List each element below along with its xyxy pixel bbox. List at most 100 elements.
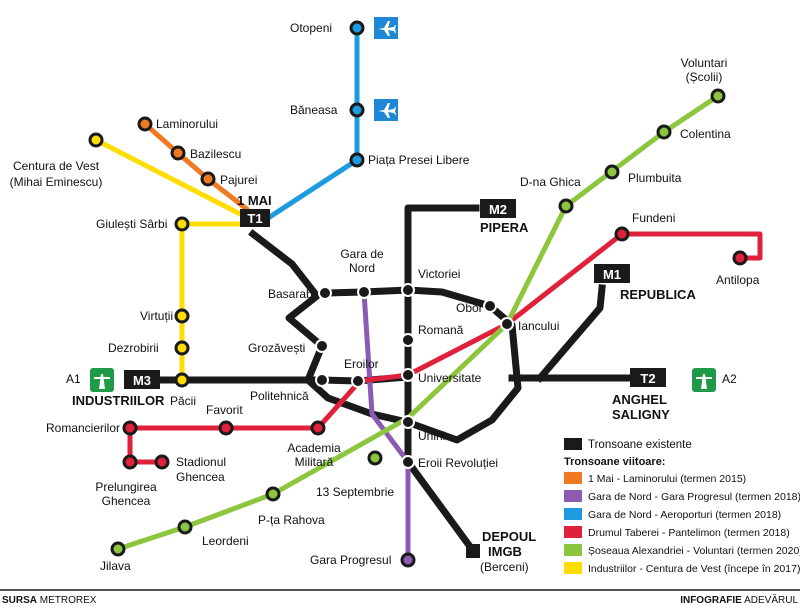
footer-info-label: INFOGRAFIE xyxy=(680,595,742,606)
station-victoriei[interactable] xyxy=(401,283,415,297)
label-pacii: Păcii xyxy=(170,394,196,408)
station-jilava[interactable] xyxy=(110,541,126,557)
station-gara-progresul[interactable] xyxy=(400,552,416,568)
station-pacii[interactable] xyxy=(174,372,190,388)
station-politehnica[interactable] xyxy=(315,373,329,387)
station-eroii-rev[interactable] xyxy=(401,455,415,469)
label-gara-nord-1: Gara de xyxy=(340,247,384,261)
badge-m2-label: M2 xyxy=(489,202,507,217)
label-pipera: PIPERA xyxy=(480,220,529,235)
badge-t2-label: T2 xyxy=(640,371,655,386)
station-grozavesti[interactable] xyxy=(315,339,329,353)
station-plumbuita[interactable] xyxy=(604,164,620,180)
station-leordeni[interactable] xyxy=(177,519,193,535)
station-romancierilor[interactable] xyxy=(122,420,138,436)
label-eroilor: Eroilor xyxy=(344,357,379,371)
footer: SURSA METROREX INFOGRAFIE ADEVĂRUL xyxy=(2,593,798,606)
legend-swatch-orange xyxy=(564,472,582,484)
badge-m3-label: M3 xyxy=(133,373,151,388)
label-iancului: Iancului xyxy=(518,319,559,333)
label-gara-progresul: Gara Progresul xyxy=(310,553,391,567)
line-blue xyxy=(260,28,360,225)
station-13-sept[interactable] xyxy=(367,450,383,466)
station-antilopa[interactable] xyxy=(732,250,748,266)
label-victoriei: Victoriei xyxy=(418,267,460,281)
station-giulesti[interactable] xyxy=(174,216,190,232)
station-gara-nord[interactable] xyxy=(357,285,371,299)
station-iancului[interactable] xyxy=(500,317,514,331)
station-academia[interactable] xyxy=(310,420,326,436)
label-depoul-1: DEPOUL xyxy=(482,529,536,544)
label-prelungirea-2: Ghencea xyxy=(102,494,151,508)
stations xyxy=(88,20,748,568)
label-1-mai: 1 MAI xyxy=(237,193,272,208)
line-green xyxy=(117,93,720,552)
legend-future-title: Tronsoane viitoare: xyxy=(564,456,665,468)
badge-m2: M2 xyxy=(480,199,516,218)
station-eroilor[interactable] xyxy=(351,374,365,388)
station-centura-vest[interactable] xyxy=(88,132,104,148)
label-prelungirea-1: Prelungirea xyxy=(95,480,157,494)
label-politehnica: Politehnică xyxy=(250,389,309,403)
label-saligny: SALIGNY xyxy=(612,407,670,422)
station-colentina[interactable] xyxy=(656,124,672,140)
station-otopeni[interactable] xyxy=(349,20,365,36)
station-favorit[interactable] xyxy=(218,420,234,436)
depot-endcap xyxy=(466,544,480,558)
station-pta-rahova[interactable] xyxy=(265,486,281,502)
highway-icon xyxy=(692,368,716,392)
legend-item-orange: 1 Mai - Laminorului (termen 2015) xyxy=(588,473,746,485)
station-laminorului[interactable] xyxy=(137,116,153,132)
label-obor: Obor xyxy=(456,301,483,315)
station-piata-presei[interactable] xyxy=(349,152,365,168)
station-unirii[interactable] xyxy=(401,415,415,429)
label-bazilescu: Bazilescu xyxy=(190,147,241,161)
badge-t2: T2 xyxy=(630,368,666,387)
station-prelungirea[interactable] xyxy=(122,454,138,470)
station-fundeni[interactable] xyxy=(614,226,630,242)
footer-source-value: METROREX xyxy=(40,595,97,606)
legend-swatch-blue xyxy=(564,508,582,520)
station-bazilescu[interactable] xyxy=(170,145,186,161)
label-unirii: Unirii xyxy=(418,429,445,443)
station-virtutii[interactable] xyxy=(174,308,190,324)
legend: Tronsoane existente Tronsoane viitoare: … xyxy=(564,438,800,575)
station-dezrobirii[interactable] xyxy=(174,340,190,356)
station-basarab[interactable] xyxy=(318,286,332,300)
station-stadionul[interactable] xyxy=(154,454,170,470)
label-laminorului: Laminorului xyxy=(156,117,218,131)
legend-item-purple: Gara de Nord - Gara Progresul (termen 20… xyxy=(588,491,800,503)
label-plumbuita: Plumbuita xyxy=(628,171,682,185)
footer-source: SURSA METROREX xyxy=(2,595,97,606)
station-universitate[interactable] xyxy=(401,368,415,382)
station-romana[interactable] xyxy=(401,333,415,347)
station-baneasa[interactable] xyxy=(349,102,365,118)
label-depoul-3: (Berceni) xyxy=(480,560,529,574)
label-piata-presei: Piața Presei Libere xyxy=(368,153,470,167)
station-dna-ghica[interactable] xyxy=(558,198,574,214)
label-romana: Romană xyxy=(418,323,464,337)
station-voluntari[interactable] xyxy=(710,88,726,104)
label-universitate: Universitate xyxy=(418,371,482,385)
badge-m1: M1 xyxy=(594,264,630,283)
label-antilopa: Antilopa xyxy=(716,273,760,287)
legend-item-yellow: Industriilor - Centura de Vest (începe î… xyxy=(588,563,800,575)
airplane-icon xyxy=(374,99,398,121)
legend-existing: Tronsoane existente xyxy=(588,439,692,451)
label-grozavesti: Grozăvești xyxy=(248,341,305,355)
legend-item-green: Șoseaua Alexandriei - Voluntari (termen … xyxy=(588,545,800,557)
legend-swatch-yellow xyxy=(564,562,582,574)
label-anghel: ANGHEL xyxy=(612,392,667,407)
label-centura-vest-sub: (Mihai Eminescu) xyxy=(10,175,103,189)
label-a1: A1 xyxy=(66,372,81,386)
label-eroii-rev: Eroii Revoluției xyxy=(418,456,498,470)
highway-icon xyxy=(90,368,114,392)
airplane-icon xyxy=(374,17,398,39)
label-leordeni: Leordeni xyxy=(202,534,249,548)
station-obor[interactable] xyxy=(483,299,497,313)
legend-swatch-purple xyxy=(564,490,582,502)
station-labels: Otopeni Băneasa Piața Presei Libere Lami… xyxy=(10,21,760,574)
label-romancierilor: Romancierilor xyxy=(46,421,120,435)
station-pajurei[interactable] xyxy=(200,171,216,187)
